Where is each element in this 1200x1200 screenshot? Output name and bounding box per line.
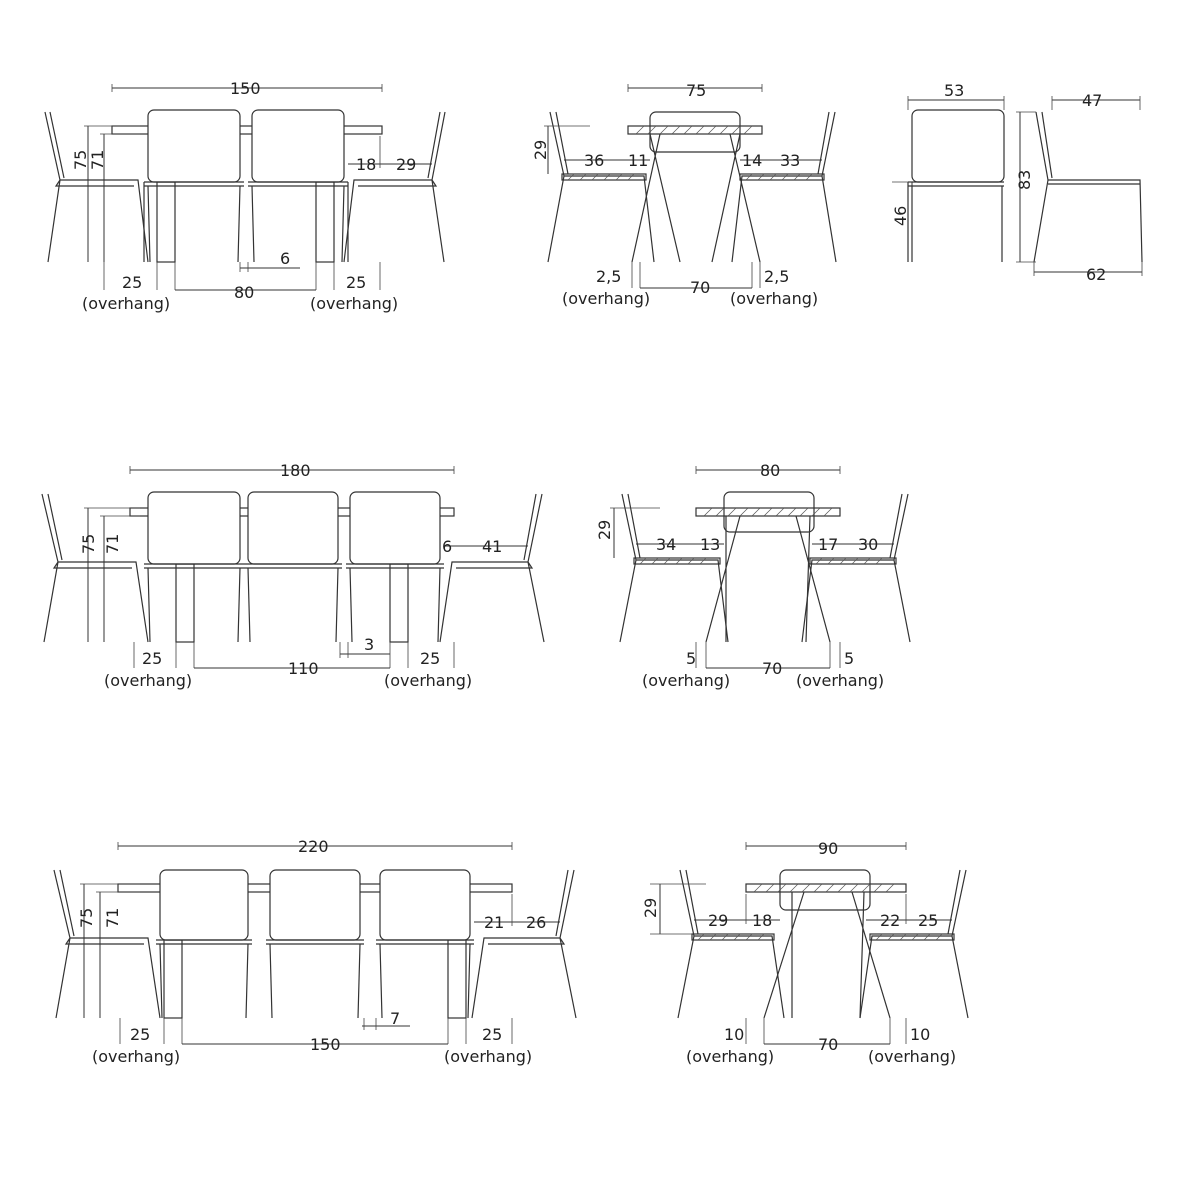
overhang-label-left: (overhang) <box>562 289 650 308</box>
overhang-label-right: (overhang) <box>384 671 472 690</box>
dim-total: 90 <box>818 839 838 858</box>
dim-overhang-right: 25 <box>420 649 440 668</box>
overhang-label-right: (overhang) <box>444 1047 532 1066</box>
overhang-label-right: (overhang) <box>796 671 884 690</box>
overhang-label-left: (overhang) <box>104 671 192 690</box>
chair-views: 53 46 47 83 62 <box>891 81 1143 284</box>
dim-29: 29 <box>708 911 728 930</box>
dim-25: 25 <box>918 911 938 930</box>
dim-34: 34 <box>656 535 676 554</box>
dim-22: 22 <box>880 911 900 930</box>
dim-36: 36 <box>584 151 604 170</box>
dim-29: 29 <box>396 155 416 174</box>
overhang-label-right: (overhang) <box>868 1047 956 1066</box>
dim-h83: 83 <box>1015 170 1034 190</box>
dim-14: 14 <box>742 151 762 170</box>
dim-17: 17 <box>818 535 838 554</box>
dim-18: 18 <box>356 155 376 174</box>
overhang-label-left: (overhang) <box>642 671 730 690</box>
dim-6: 6 <box>442 537 452 556</box>
dim-26: 26 <box>526 913 546 932</box>
dim-overhang-left: 2,5 <box>596 267 621 286</box>
overhang-label-right: (overhang) <box>310 294 398 313</box>
front-view-150: 150 75 71 18 29 6 25 25 80 (overhang) (o… <box>44 79 446 313</box>
dim-21: 21 <box>484 913 504 932</box>
dim-33: 33 <box>780 151 800 170</box>
dim-middle: 70 <box>690 278 710 297</box>
dim-middle: 70 <box>818 1035 838 1054</box>
dim-middle: 150 <box>310 1035 341 1054</box>
overhang-label-left: (overhang) <box>92 1047 180 1066</box>
dim-overhang-right: 2,5 <box>764 267 789 286</box>
side-view-90: 90 29 29 18 22 25 10 10 70 (overhang) (o… <box>641 839 969 1066</box>
dim-h75: 75 <box>77 908 96 928</box>
front-view-220: 220 75 71 21 26 7 25 25 150 (overhang) (… <box>53 837 577 1066</box>
dim-h46: 46 <box>891 206 910 226</box>
dim-41: 41 <box>482 537 502 556</box>
dim-middle: 110 <box>288 659 319 678</box>
front-view-180: 180 75 71 6 41 3 25 25 110 (overhang) (o… <box>41 461 545 690</box>
dim-13: 13 <box>700 535 720 554</box>
dim-h75: 75 <box>71 150 90 170</box>
dim-h71: 71 <box>103 534 122 554</box>
dim-h29: 29 <box>641 898 660 918</box>
dim-7: 7 <box>390 1009 400 1028</box>
dim-w53: 53 <box>944 81 964 100</box>
dim-total: 80 <box>760 461 780 480</box>
side-view-80: 80 29 34 13 17 30 5 5 70 (overhang) (ove… <box>595 461 911 690</box>
overhang-label-left: (overhang) <box>82 294 170 313</box>
dim-total: 75 <box>686 81 706 100</box>
dim-total: 150 <box>230 79 261 98</box>
dim-middle: 80 <box>234 283 254 302</box>
dim-h75: 75 <box>79 534 98 554</box>
side-view-75: 75 29 36 11 14 33 2,5 2,5 70 (overhang) … <box>531 81 837 308</box>
dim-h29: 29 <box>531 140 550 160</box>
dim-overhang-left: 5 <box>686 649 696 668</box>
dim-d62: 62 <box>1086 265 1106 284</box>
dim-overhang-right: 10 <box>910 1025 930 1044</box>
dim-18: 18 <box>752 911 772 930</box>
dim-6: 6 <box>280 249 290 268</box>
dim-overhang-left: 25 <box>122 273 142 292</box>
dim-3: 3 <box>364 635 374 654</box>
overhang-label-left: (overhang) <box>686 1047 774 1066</box>
dim-overhang-left: 25 <box>142 649 162 668</box>
dim-middle: 70 <box>762 659 782 678</box>
dim-h71: 71 <box>103 908 122 928</box>
overhang-label-right: (overhang) <box>730 289 818 308</box>
dim-overhang-right: 5 <box>844 649 854 668</box>
dim-total: 180 <box>280 461 311 480</box>
dim-total: 220 <box>298 837 329 856</box>
dim-overhang-left: 25 <box>130 1025 150 1044</box>
dim-11: 11 <box>628 151 648 170</box>
dim-w47: 47 <box>1082 91 1102 110</box>
dim-h29: 29 <box>595 520 614 540</box>
dim-overhang-right: 25 <box>346 273 366 292</box>
dim-overhang-left: 10 <box>724 1025 744 1044</box>
dim-30: 30 <box>858 535 878 554</box>
dim-overhang-right: 25 <box>482 1025 502 1044</box>
dim-h71: 71 <box>88 150 107 170</box>
